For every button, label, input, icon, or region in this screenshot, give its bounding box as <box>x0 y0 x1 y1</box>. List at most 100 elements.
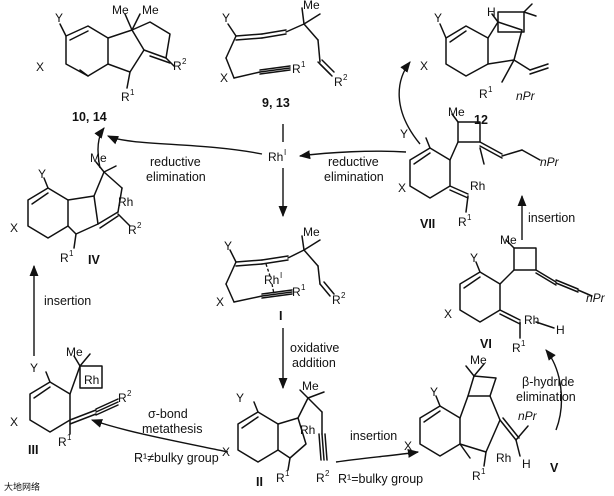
I-roman-label: I <box>279 309 282 323</box>
II-roman-label: II <box>256 475 263 489</box>
VII-Y-label: Y <box>400 127 408 141</box>
III-R2-sup: 2 <box>127 389 132 398</box>
intermediate-II-structure <box>237 389 328 471</box>
product-12-Y-label: Y <box>434 11 442 25</box>
VI-R1-label: R <box>512 341 521 355</box>
V-X-label: X <box>404 439 412 453</box>
II-Me-label: Me <box>302 379 319 393</box>
V-to-VI-arrow <box>545 349 563 431</box>
sm-R1-sup: 1 <box>301 60 306 69</box>
VI-H-label: H <box>556 323 565 337</box>
reductive-elimination-right-line1: reductive <box>328 155 379 169</box>
intermediate-IV-structure <box>27 161 131 249</box>
watermark: 大地网络 <box>4 481 40 492</box>
V-R1-label: R <box>472 469 481 483</box>
reductive-elimination-left-line1: reductive <box>150 155 201 169</box>
not-bulky-condition: R¹≠bulky group <box>134 451 219 465</box>
I-Rh-label: Rh <box>264 273 279 287</box>
III-R1-sup: 1 <box>67 433 72 442</box>
VII-R1-label: R <box>458 215 467 229</box>
IV-Rh-label: Rh <box>118 195 133 209</box>
insertion-right-label: insertion <box>528 211 575 225</box>
reductive-elimination-left-line2: elimination <box>146 170 206 184</box>
III-Rh-label: Rh <box>84 373 99 387</box>
I-R2-sup: 2 <box>341 291 346 300</box>
VI-Y-label: Y <box>470 251 478 265</box>
III-roman-label: III <box>28 443 38 457</box>
II-R1-sup: 1 <box>285 469 290 478</box>
IV-reductive-elimination-arrow <box>106 135 263 155</box>
product-12-number: 12 <box>474 113 488 127</box>
V-nPr-label: nPr <box>518 409 538 423</box>
II-R2-label: R <box>316 471 325 485</box>
intermediate-III-structure <box>29 353 119 435</box>
IV-R2-label: R <box>128 223 137 237</box>
V-Y-label: Y <box>430 385 438 399</box>
VII-R1-sup: 1 <box>467 213 472 222</box>
I-R1-sup: 1 <box>301 283 306 292</box>
VI-Me-label: Me <box>500 233 517 247</box>
product-10-Y-label: Y <box>55 11 63 25</box>
II-R2-sup: 2 <box>325 469 330 478</box>
product-12-H-label: H <box>487 5 496 19</box>
VI-R1-sup: 1 <box>521 339 526 348</box>
sm-R2-sup: 2 <box>343 73 348 82</box>
VI-X-label: X <box>444 307 452 321</box>
VII-nPr-label: nPr <box>540 155 560 169</box>
beta-hydride-line1: β-hydride <box>522 375 574 389</box>
bulky-condition: R¹=bulky group <box>338 472 423 486</box>
VII-to-12-arrow <box>398 61 421 145</box>
sm-R2-label: R <box>334 75 343 89</box>
III-Y-label: Y <box>30 361 38 375</box>
V-H-label: H <box>522 457 531 471</box>
I-R2-label: R <box>332 293 341 307</box>
II-R1-label: R <box>276 471 285 485</box>
product-12-R1-label: R <box>479 87 488 101</box>
II-Y-label: Y <box>236 391 244 405</box>
product-10-14-structure <box>59 13 175 89</box>
sm-R1-label: R <box>292 62 301 76</box>
III-R1-label: R <box>58 435 67 449</box>
VII-reductive-elimination-arrow <box>298 150 407 160</box>
VII-X-label: X <box>398 181 406 195</box>
sigma-bond-line2: metathesis <box>142 422 202 436</box>
V-Rh-label: Rh <box>496 451 511 465</box>
II-to-V-arrow <box>335 448 420 463</box>
product-12-nPr-label: nPr <box>516 89 536 103</box>
insertion-bottom-label: insertion <box>350 429 397 443</box>
intermediate-VII-structure <box>409 113 541 213</box>
insertion-left-label: insertion <box>44 294 91 308</box>
I-R1-label: R <box>292 285 301 299</box>
IV-R1-label: R <box>60 251 69 265</box>
intermediate-I-structure <box>225 235 335 303</box>
product-10-R1-label: R <box>121 90 130 104</box>
to-product-10-arrow <box>94 127 105 169</box>
VII-roman-label: VII <box>420 217 435 231</box>
V-roman-label: V <box>550 461 559 475</box>
product-10-R-sup: 2 <box>182 57 187 66</box>
starting-material-9-13-structure <box>225 7 335 79</box>
product-10-Me2-label: Me <box>142 3 159 17</box>
product-10-R1-sup: 1 <box>130 88 135 97</box>
sm-Y-label: Y <box>222 11 230 25</box>
catalyst-rh-sup: I <box>284 148 286 157</box>
oxidative-addition-line2: addition <box>292 356 336 370</box>
intermediate-V-structure <box>419 363 529 467</box>
I-X-label: X <box>216 295 224 309</box>
III-X-label: X <box>10 415 18 429</box>
reductive-elimination-right-line2: elimination <box>324 170 384 184</box>
intermediate-VI-structure <box>459 239 593 339</box>
I-Y-label: Y <box>224 239 232 253</box>
V-R1-sup: 1 <box>481 467 486 476</box>
IV-roman-label: IV <box>88 253 100 267</box>
beta-hydride-line2: elimination <box>516 390 576 404</box>
sm-Me-label: Me <box>303 0 320 12</box>
product-10-14-number: 10, 14 <box>72 110 107 124</box>
II-to-III-arrow <box>90 419 229 453</box>
product-10-R-label: R <box>173 59 182 73</box>
VI-Rh-label: Rh <box>524 313 539 327</box>
VII-Rh-label: Rh <box>470 179 485 193</box>
IV-R2-sup: 2 <box>137 221 142 230</box>
oxidative-addition-line1: oxidative <box>290 341 339 355</box>
